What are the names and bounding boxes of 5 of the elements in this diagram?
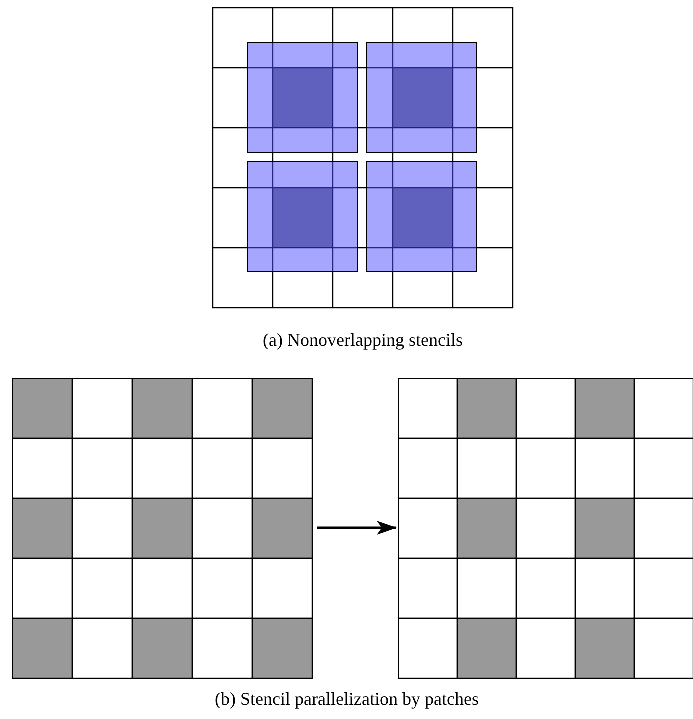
figure-caption: (a) Nonoverlapping stencils <box>263 330 463 351</box>
grid-drawing <box>12 378 313 679</box>
arrow <box>317 521 397 535</box>
grid-drawing <box>398 378 693 679</box>
figure-caption: (b) Stencil parallelization by patches <box>215 689 479 710</box>
